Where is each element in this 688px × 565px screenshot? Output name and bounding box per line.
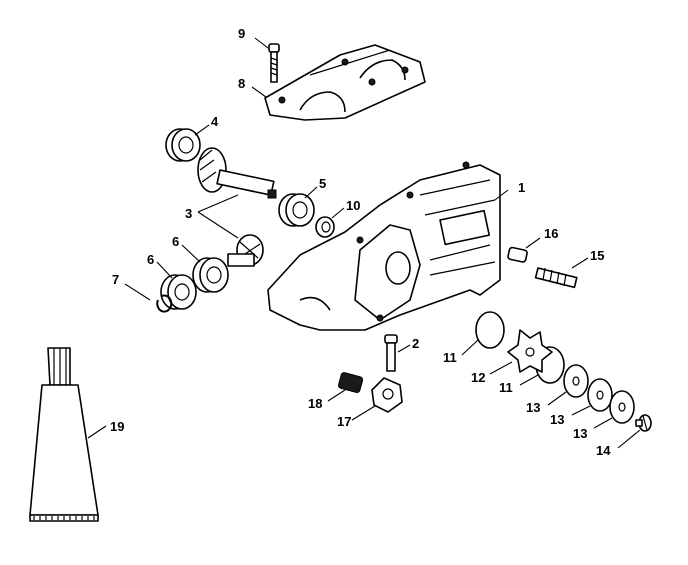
label-11a: 11 <box>443 350 457 365</box>
label-9: 9 <box>238 26 245 41</box>
label-13a: 13 <box>526 400 540 415</box>
label-6b: 6 <box>147 252 154 267</box>
label-17: 17 <box>337 414 351 429</box>
label-15: 15 <box>590 248 604 263</box>
label-13c: 13 <box>573 426 587 441</box>
part-14-screw <box>635 414 652 432</box>
label-3: 3 <box>185 206 192 221</box>
label-7: 7 <box>112 272 119 287</box>
part-3-gear-shaft <box>197 147 277 267</box>
label-5: 5 <box>319 176 326 191</box>
label-1: 1 <box>518 180 525 195</box>
part-16-sleeve <box>507 246 528 263</box>
label-2: 2 <box>412 336 419 351</box>
label-11b: 11 <box>499 380 513 395</box>
part-15-tensioner-screw <box>534 267 578 289</box>
part-1-housing <box>267 161 501 331</box>
part-10-ring <box>315 216 335 238</box>
label-4: 4 <box>211 114 219 129</box>
part-12-sprocket <box>507 329 553 373</box>
label-6a: 6 <box>172 234 179 249</box>
part-4-bearing <box>165 128 201 162</box>
part-7-circlip <box>156 294 173 313</box>
label-13b: 13 <box>550 412 564 427</box>
part-19-grease-tube <box>29 347 99 522</box>
part-9-screw <box>268 43 280 83</box>
label-18: 18 <box>308 396 322 411</box>
label-8: 8 <box>238 76 245 91</box>
leader-lines <box>87 37 641 449</box>
label-12: 12 <box>471 370 485 385</box>
label-16: 16 <box>544 226 558 241</box>
part-13-washers <box>563 364 635 424</box>
part-6-bearings <box>160 257 229 310</box>
label-10: 10 <box>346 198 360 213</box>
label-14: 14 <box>596 443 611 458</box>
part-18-spring <box>338 372 364 393</box>
part-8-clamp <box>264 44 426 121</box>
part-2-pin <box>384 334 398 372</box>
part-17-nut <box>371 377 403 413</box>
label-19: 19 <box>110 419 124 434</box>
part-labels: 9 8 4 5 1 3 10 16 6 15 6 7 2 11 12 11 18… <box>110 26 611 458</box>
part-5-bearing <box>278 193 315 227</box>
